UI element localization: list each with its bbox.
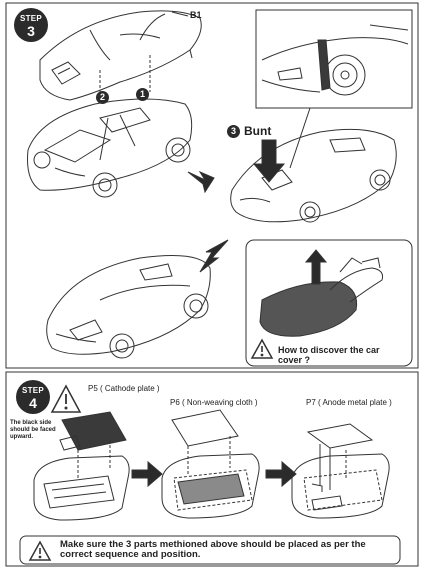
tray-1: [33, 455, 130, 521]
inset-wheel-detail: [261, 24, 409, 96]
inset-detail-frame: [255, 9, 413, 109]
step-word: STEP: [21, 386, 45, 395]
part-label-b1: B1: [190, 10, 202, 20]
car-assembled: [46, 255, 211, 359]
cloth-p6: [171, 409, 239, 447]
car-press-bunt: [230, 128, 397, 223]
callout-2: 2: [96, 91, 109, 104]
discover-cover-box: [245, 239, 413, 367]
label-p7: P7 ( Anode metal plate ): [306, 398, 392, 407]
step-word: STEP: [19, 14, 43, 23]
bunt-label: Bunt: [244, 124, 272, 138]
label-p6: P6 ( Non-weaving cloth ): [170, 398, 258, 407]
step-4-badge: STEP 4: [16, 380, 50, 414]
step-number: 4: [29, 395, 37, 411]
callout-1: 1: [136, 88, 149, 101]
step4-frame: [5, 371, 419, 567]
anode-plate-p7: [306, 423, 374, 449]
label-p5: P5 ( Cathode plate ): [88, 384, 160, 393]
bottom-caption: Make sure the 3 parts methioned above sh…: [60, 539, 366, 560]
step3-frame: [5, 2, 419, 369]
car-cover-b1: [39, 10, 202, 101]
step-number: 3: [27, 23, 35, 39]
cathode-plate-p5: [61, 411, 127, 451]
chassis-open: [27, 98, 193, 198]
tray-2: [161, 453, 260, 519]
tray-3: [291, 453, 390, 519]
black-side-note: The black side should be faced upward.: [10, 420, 56, 440]
callout-3: 3: [227, 125, 240, 138]
question-caption: How to discover the car cover ?: [278, 345, 380, 365]
bottom-caption-box: [19, 535, 401, 565]
step-3-badge: STEP 3: [14, 8, 48, 42]
hand-lifting-cover: [259, 257, 383, 337]
